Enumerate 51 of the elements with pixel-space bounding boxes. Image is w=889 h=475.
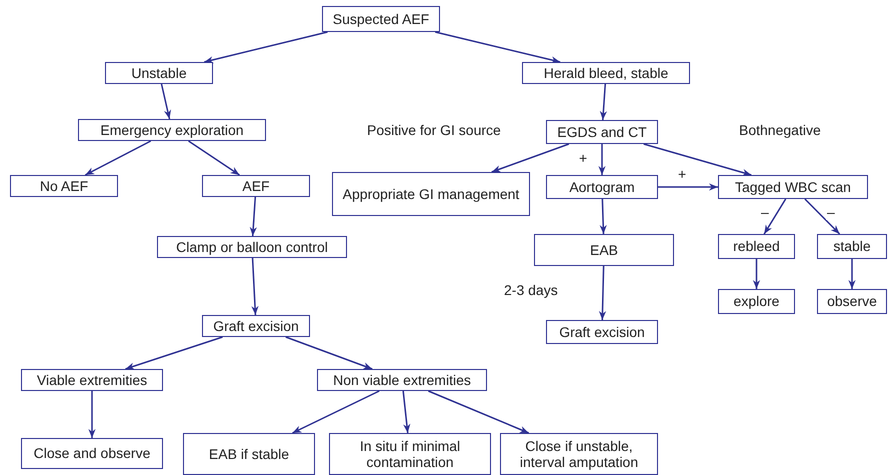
arrow (292, 390, 380, 434)
process-box: Clamp or balloon control (157, 236, 347, 258)
arrow (428, 390, 530, 434)
arrow (848, 259, 856, 289)
process-box: Suspected AEF (322, 6, 440, 32)
process-box: Viable extremities (21, 369, 163, 391)
process-box: Close and observe (21, 438, 163, 469)
arrow (600, 198, 607, 234)
process-box: stable (817, 234, 887, 259)
arrow (285, 336, 373, 370)
edge-label: 2-3 days (503, 282, 559, 298)
arrow (658, 183, 718, 191)
arrow (84, 140, 152, 176)
process-box: Emergency exploration (78, 119, 266, 141)
process-box: EGDS and CT (546, 120, 658, 144)
process-box: Appropriate GI management (332, 172, 530, 216)
process-box: Tagged WBC scan (718, 175, 868, 199)
arrow (598, 144, 606, 175)
arrow (160, 84, 171, 120)
edge-label: Positive for GI source (366, 122, 502, 138)
arrow (251, 258, 259, 316)
arrow (204, 31, 328, 64)
process-box: Aortogram (546, 175, 658, 199)
process-box: observe (817, 289, 887, 314)
process-box: Graft excision (546, 320, 658, 344)
arrow (600, 84, 608, 120)
arrow (434, 31, 560, 64)
arrow (402, 390, 410, 434)
process-box: EAB if stable (183, 433, 315, 475)
arrow (88, 391, 96, 438)
arrow (752, 259, 760, 289)
process-box: EAB (534, 234, 674, 266)
process-box: Unstable (105, 62, 213, 84)
arrow (491, 143, 570, 173)
arrow (188, 140, 240, 176)
process-box: Non viable extremities (317, 369, 487, 391)
process-box: Graft excision (202, 315, 310, 337)
edge-label: Bothnegative (738, 122, 822, 138)
process-box: Close if unstable, interval amputation (500, 433, 658, 475)
arrow (764, 198, 786, 234)
process-box: No AEF (10, 175, 118, 197)
process-box: Herald bleed, stable (522, 62, 690, 84)
process-box: rebleed (718, 234, 795, 259)
arrow (598, 266, 606, 320)
arrow (125, 336, 223, 370)
process-box: AEF (202, 175, 310, 197)
arrow (250, 196, 257, 236)
process-box: In situ if minimal contamination (329, 433, 491, 475)
process-box: explore (718, 289, 795, 314)
arrow (804, 198, 840, 235)
arrow (643, 143, 752, 176)
